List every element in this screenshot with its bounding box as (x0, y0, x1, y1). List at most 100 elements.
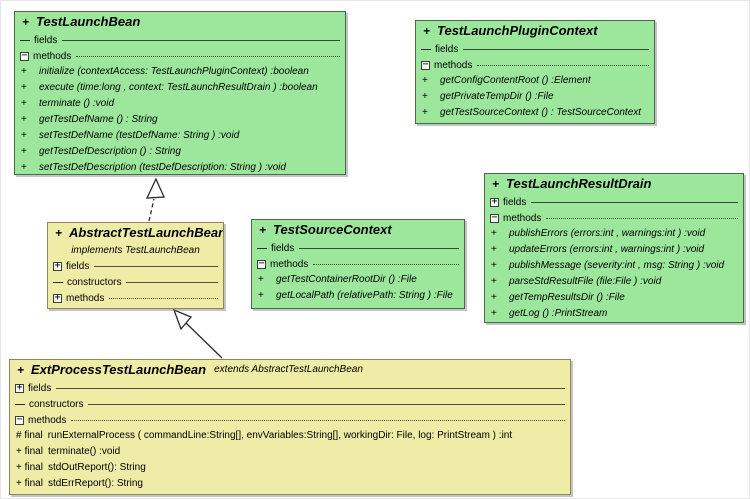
class-name: ExtProcessTestLaunchBean (31, 362, 207, 377)
expander-minus-icon[interactable]: − (15, 414, 24, 425)
section-rule (531, 201, 738, 203)
member-row: +terminate () :void (15, 96, 345, 112)
expander-plus-icon[interactable]: + (490, 196, 499, 207)
section-rule (313, 263, 459, 265)
expander-minus-icon[interactable]: − (421, 59, 430, 70)
member-row: +getLocalPath (relativePath: String ) :F… (252, 288, 464, 304)
member-row: # final runExternalProcess ( commandLine:… (10, 428, 570, 444)
class-box-test-launch-result-drain[interactable]: +TestLaunchResultDrain+fields−methods+pu… (484, 173, 744, 323)
member-signature: terminate () :void (39, 98, 115, 109)
member-signature: publishErrors (errors:int , warnings:int… (509, 228, 706, 239)
section-label: fields (28, 382, 52, 394)
member-visibility: + (422, 75, 428, 86)
class-name: TestLaunchPluginContext (437, 23, 598, 38)
member-row: +getTestDefName () : String (15, 112, 345, 128)
section-label: methods (28, 414, 67, 426)
member-row: +parseStdResultFile (file:File ) :void (485, 274, 743, 290)
section-rule (546, 217, 738, 219)
member-visibility: + (21, 114, 27, 125)
expander-minus-icon[interactable]: − (490, 212, 499, 223)
section-fields: fields (15, 32, 345, 48)
class-box-abstract-test-launch-bean[interactable]: + AbstractTestLaunchBean implements TestLa… (47, 222, 224, 309)
member-visibility: + (491, 308, 497, 319)
member-signature: execute (time:long , context: TestLaunch… (39, 82, 318, 93)
member-signature: getTestDefDescription () : String (39, 146, 181, 157)
section-label: methods (503, 212, 542, 224)
member-visibility: + (422, 107, 428, 118)
section-label: fields (66, 260, 90, 272)
member-signature: stdOutReport(): String (47, 462, 146, 473)
expander-minus-icon[interactable]: − (257, 258, 266, 269)
section-label: constructors (67, 276, 122, 288)
class-title-row: +TestLaunchBean (15, 12, 345, 32)
member-row: +updateErrors (errors:int , warnings:int… (485, 242, 743, 258)
section-label: fields (435, 43, 459, 55)
member-row: + setTestDefName (testDefName: String ) :… (15, 128, 345, 144)
member-row: +getTestContainerRootDir () :File (252, 272, 464, 288)
member-signature: getPrivateTempDir () :File (440, 91, 554, 102)
expander-plus-icon[interactable]: + (53, 292, 62, 303)
expander-minus-icon[interactable]: − (20, 50, 29, 61)
section-fields: fields (416, 41, 654, 57)
class-name: AbstractTestLaunchBean (69, 225, 223, 240)
section-rule (88, 403, 565, 405)
hollow-triangle-arrowhead (172, 308, 193, 331)
section-methods: −methods (416, 57, 654, 73)
member-signature: getTestContainerRootDir () :File (276, 274, 417, 285)
section-label: fields (271, 242, 295, 254)
section-rule (94, 265, 218, 267)
member-signature: setTestDefName (testDefName: String ) :v… (39, 130, 240, 141)
section-label: fields (503, 196, 527, 208)
visibility-sign: + (492, 177, 500, 191)
section-rule (56, 387, 565, 389)
section-methods: −methods (15, 48, 345, 64)
member-visibility: + final (16, 478, 43, 489)
section-rule (126, 281, 218, 283)
section-rule (76, 55, 340, 57)
realization-abstracttestlaunchbean-implements-testlaunchbean (145, 177, 165, 222)
section-constructors: constructors (10, 396, 570, 412)
section-constructors: constructors (48, 274, 223, 290)
member-signature: runExternalProcess ( commandLine:String[… (47, 430, 513, 441)
member-signature: getLog () :PrintStream (509, 308, 608, 319)
visibility-sign: + (423, 24, 431, 38)
section-label: methods (434, 59, 473, 71)
section-label: methods (33, 50, 72, 62)
section-rule (477, 64, 649, 66)
class-title-row: +TestLaunchResultDrain (485, 174, 743, 194)
section-fields: + fields (485, 194, 743, 210)
expander-plus-icon[interactable]: + (53, 260, 62, 271)
member-row: +getTestDefDescription () : String (15, 144, 345, 160)
class-subtitle: implements TestLaunchBean (71, 245, 200, 256)
member-row: +execute (time:long , context: TestLaunc… (15, 80, 345, 96)
visibility-sign: + (55, 226, 63, 240)
member-visibility: + (258, 290, 264, 301)
member-visibility: + (422, 91, 428, 102)
expander-plus-icon[interactable]: + (15, 382, 24, 393)
dash-icon (20, 39, 30, 41)
member-visibility: + (491, 260, 497, 271)
member-visibility: # final (16, 430, 43, 441)
dash-icon (15, 403, 25, 405)
section-fields: fields (252, 240, 464, 256)
member-visibility: + (491, 228, 497, 239)
member-visibility: + final (16, 446, 43, 457)
member-row: + getPrivateTempDir () :File (416, 89, 654, 105)
visibility-sign: + (17, 363, 25, 377)
member-visibility: + (21, 130, 27, 141)
member-visibility: + (21, 66, 27, 77)
class-title-row: + AbstractTestLaunchBean (48, 223, 223, 243)
visibility-sign: + (259, 223, 267, 237)
section-label: constructors (29, 398, 84, 410)
member-row: + publishErrors (errors:int , warnings:in… (485, 226, 743, 242)
member-signature: publishMessage (severity:int , msg: Stri… (509, 260, 725, 271)
section-methods: +methods (48, 290, 223, 306)
